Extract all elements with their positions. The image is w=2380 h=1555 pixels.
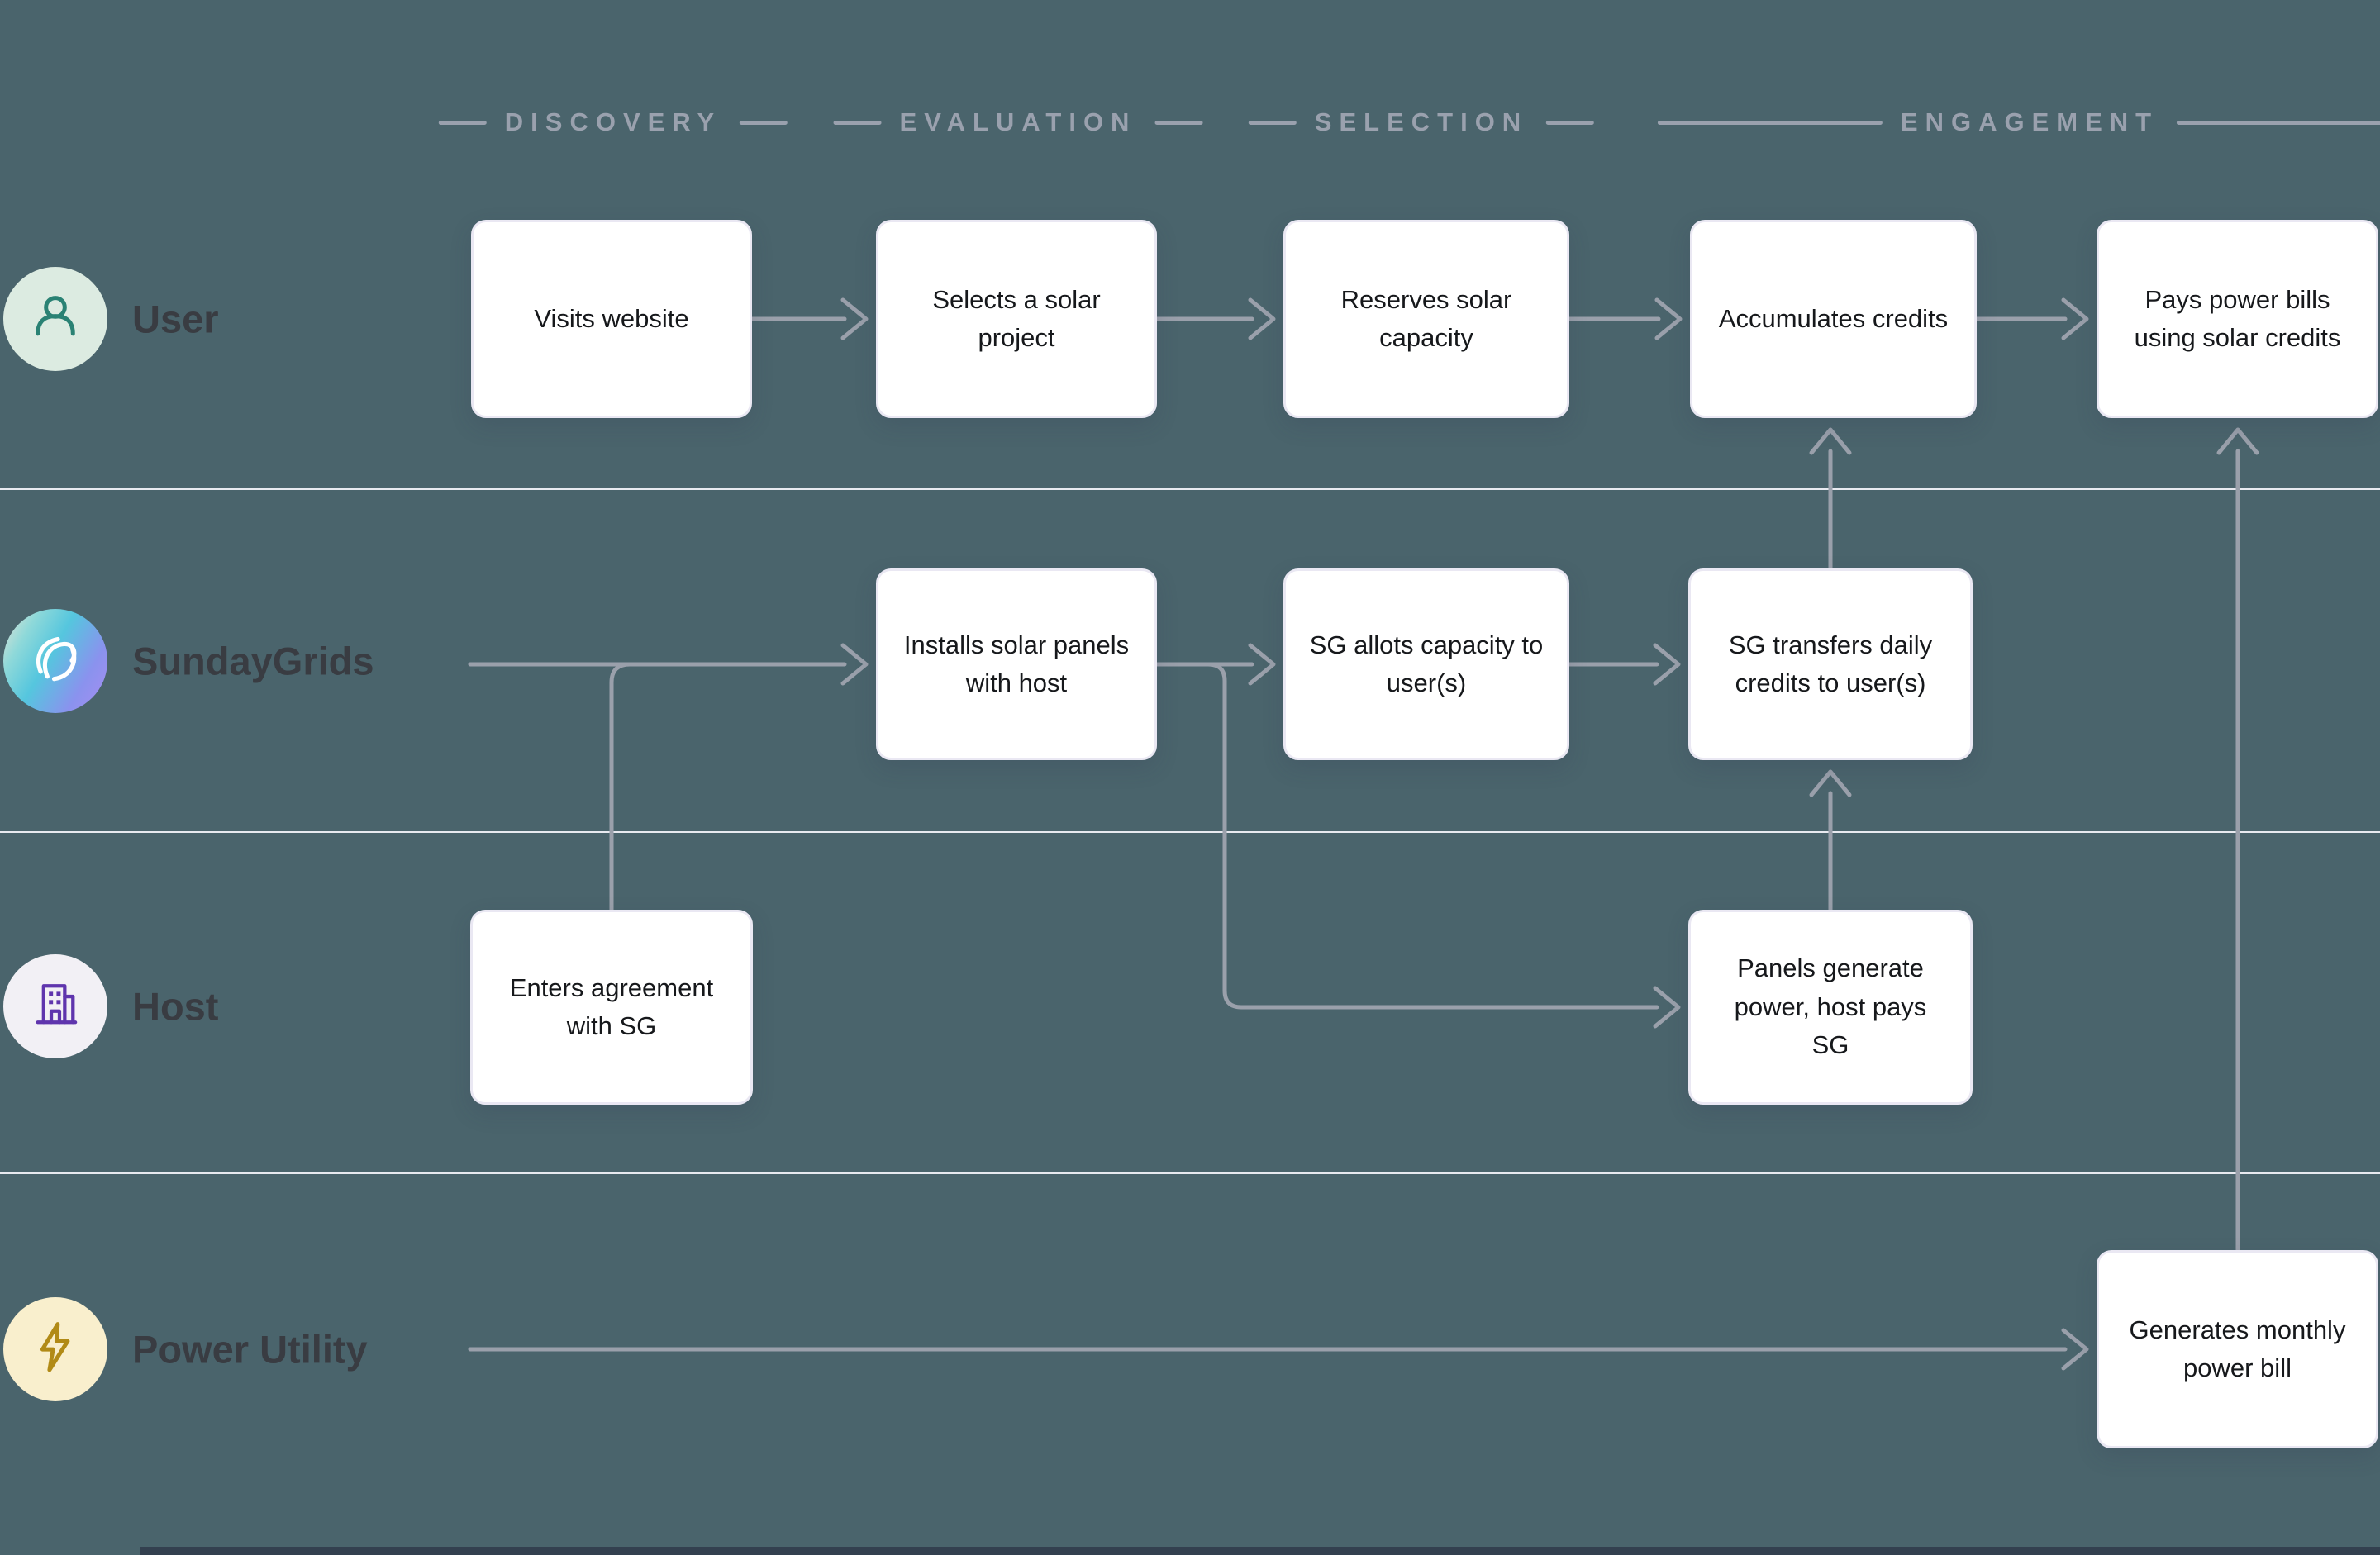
lane-avatar-sundaygrids: [3, 609, 107, 713]
step-box-text: SG transfers daily credits to user(s): [1728, 630, 1933, 698]
step-box-text: Installs solar panels with host: [903, 630, 1130, 698]
phase-dash-right: [1154, 120, 1203, 125]
lane-label-power-utility: Power Utility: [132, 1327, 368, 1372]
lane-divider: [0, 1172, 2380, 1174]
phase-dash-right: [740, 120, 788, 125]
lane-avatar-user: [3, 267, 107, 371]
lane-divider: [0, 831, 2380, 833]
step-box-panels: Panels generate power, host pays SG: [1688, 910, 1973, 1105]
lane-label-host: Host: [132, 984, 219, 1029]
step-box-text: Enters agreement with SG: [509, 972, 714, 1041]
step-box-text: Generates monthly power bill: [2129, 1315, 2346, 1383]
step-box-transfers: SG transfers daily credits to user(s): [1688, 568, 1973, 760]
step-box-text: Reserves solar capacity: [1340, 284, 1512, 353]
phase-dash-left: [833, 120, 882, 125]
lane-label-user: User: [132, 297, 219, 341]
step-box-reserves: Reserves solar capacity: [1283, 220, 1569, 418]
step-box-enters: Enters agreement with SG: [470, 910, 753, 1105]
phase-selection: SELECTION: [1248, 107, 1595, 137]
step-box-visits: Visits website: [471, 220, 752, 418]
step-box-accumulates: Accumulates credits: [1690, 220, 1977, 418]
bolt-icon: [19, 1311, 92, 1388]
phase-label: DISCOVERY: [504, 107, 722, 136]
phase-dash-left: [1657, 120, 1883, 125]
phase-dash-right: [1546, 120, 1595, 125]
phase-label: ENGAGEMENT: [1900, 107, 2159, 136]
phase-label: SELECTION: [1314, 107, 1529, 136]
step-box-text: Selects a solar project: [932, 284, 1101, 353]
phase-label: EVALUATION: [899, 107, 1137, 136]
step-box-text: Panels generate power, host pays SG: [1734, 953, 1927, 1060]
step-box-generates: Generates monthly power bill: [2097, 1250, 2378, 1448]
step-box-text: Pays power bills using solar credits: [2134, 284, 2341, 353]
person-icon: [19, 281, 92, 358]
phase-dash-left: [1248, 120, 1297, 125]
step-box-pays: Pays power bills using solar credits: [2097, 220, 2378, 418]
step-box-selects: Selects a solar project: [876, 220, 1157, 418]
phase-engagement: ENGAGEMENT: [1657, 107, 2380, 137]
bottom-edge-bar: [140, 1547, 2380, 1555]
step-box-allots: SG allots capacity to user(s): [1283, 568, 1569, 760]
step-box-text: Accumulates credits: [1718, 303, 1949, 333]
phase-dash-right: [2177, 120, 2380, 125]
building-icon: [19, 968, 92, 1045]
lane-avatar-host: [3, 954, 107, 1058]
step-box-text: SG allots capacity to user(s): [1309, 630, 1544, 698]
phase-dash-left: [438, 120, 487, 125]
step-box-installs: Installs solar panels with host: [876, 568, 1157, 760]
lane-divider: [0, 488, 2380, 490]
step-box-text: Visits website: [534, 303, 689, 333]
phase-discovery: DISCOVERY: [438, 107, 788, 137]
sundaygrids-logo: [17, 621, 93, 701]
lane-label-sundaygrids: SundayGrids: [132, 639, 374, 683]
phase-evaluation: EVALUATION: [833, 107, 1203, 137]
lane-avatar-power-utility: [3, 1297, 107, 1401]
